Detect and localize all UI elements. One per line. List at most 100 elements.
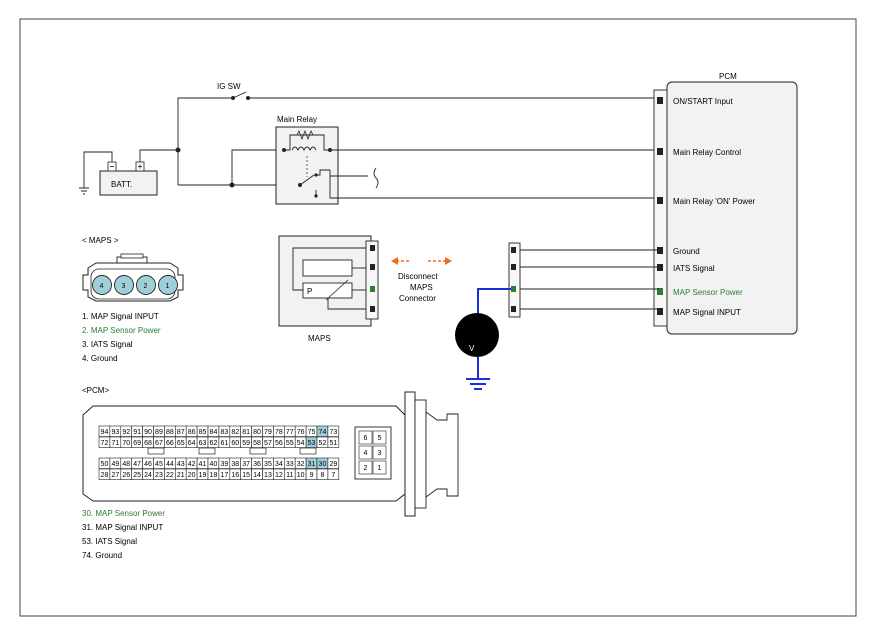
pcm-connector-face [82, 391, 459, 517]
pcm-cavity-number: 80 [253, 429, 261, 436]
pcm-cavity-number: 5 [378, 435, 382, 442]
pcm-pin-label: MAP Sensor Power [673, 288, 743, 297]
maps-sensor-box [278, 235, 372, 327]
maps-pin-number: 2 [144, 283, 148, 290]
pcm-cavity-number: 65 [177, 440, 185, 447]
pcm-pin-label: MAP Signal INPUT [673, 308, 741, 317]
pcm-cavity-number: 30 [319, 461, 327, 468]
disconnect-line1: Disconnect [398, 272, 438, 281]
pcm-cavity-number: 35 [264, 461, 272, 468]
pcm-title: PCM [719, 72, 737, 81]
pcm-cavity-number: 64 [188, 440, 196, 447]
maps-legend-item: 4. Ground [82, 354, 118, 363]
pcm-cavity-number: 82 [231, 429, 239, 436]
pcm-cavity-number: 14 [253, 472, 261, 479]
pcm-cavity-number: 8 [320, 472, 324, 479]
pcm-cavity-number: 89 [155, 429, 163, 436]
pcm-cavity-number: 42 [188, 461, 196, 468]
pcm-cavity-number: 45 [155, 461, 163, 468]
pcm-cavity-number: 84 [210, 429, 218, 436]
pcm-pin-label: Main Relay Control [673, 148, 741, 157]
pcm-cavity-51 [327, 436, 340, 448]
battery-label: BATT. [111, 180, 132, 189]
pcm-cavity-number: 22 [166, 472, 174, 479]
pcm-cavity-number: 27 [111, 472, 119, 479]
disconnect-arrow-left [391, 257, 398, 265]
pcm-cavity-number: 25 [133, 472, 141, 479]
pcm-cavity-1 [372, 460, 387, 475]
pcm-cavity-number: 2 [364, 465, 368, 472]
maps-connector-title: < MAPS > [82, 236, 119, 245]
pcm-cavity-number: 67 [155, 440, 163, 447]
pcm-pin-label: ON/START Input [673, 97, 733, 106]
pcm-cavity-number: 56 [275, 440, 283, 447]
battery-box [99, 170, 158, 196]
pcm-cavity-number: 18 [210, 472, 218, 479]
pcm-cavity-number: 26 [122, 472, 130, 479]
pcm-cavity-number: 70 [122, 440, 130, 447]
pcm-cavity-number: 90 [144, 429, 152, 436]
pcm-cavity-number: 28 [101, 472, 109, 479]
pcm-cavity-number: 85 [199, 429, 207, 436]
pcm-cavity-number: 19 [199, 472, 207, 479]
pcm-pin-label: Main Relay 'ON' Power [673, 197, 756, 206]
pcm-cavity-number: 21 [177, 472, 185, 479]
pcm-cavity-number: 39 [220, 461, 228, 468]
pcm-cavity-number: 12 [275, 472, 283, 479]
pcm-cavity-number: 32 [297, 461, 305, 468]
pcm-cavity-number: 15 [242, 472, 250, 479]
pcm-cavity-number: 6 [364, 435, 368, 442]
pcm-cavity-number: 52 [319, 440, 327, 447]
pcm-pin-2 [657, 197, 663, 204]
pcm-cavity-number: 54 [297, 440, 305, 447]
diagram-frame [19, 18, 857, 617]
pcm-cavity-number: 66 [166, 440, 174, 447]
meter-positive-lead [477, 288, 511, 313]
pcm-legend-item: 74. Ground [82, 551, 122, 560]
pcm-cavity-number: 31 [308, 461, 316, 468]
pcm-cavity-number: 44 [166, 461, 174, 468]
pcm-cavity-number: 51 [329, 440, 337, 447]
pcm-cavity-number: 34 [275, 461, 283, 468]
maps-pin-3 [114, 275, 134, 295]
pcm-cavity-number: 86 [188, 429, 196, 436]
pcm-cavity-number: 76 [297, 429, 305, 436]
pcm-cavity-number: 3 [378, 450, 382, 457]
pcm-cavity-number: 69 [133, 440, 141, 447]
maps-pin-number: 3 [122, 283, 126, 290]
pcm-pin-0 [657, 97, 663, 104]
disconnect-arrow-right [445, 257, 452, 265]
pcm-cavity-29 [327, 457, 340, 469]
pcm-cavity-number: 62 [210, 440, 218, 447]
bus-wire [177, 97, 232, 185]
pcm-cavity-number: 24 [144, 472, 152, 479]
maps-pin-1 [158, 275, 178, 295]
pcm-cavity-number: 58 [253, 440, 261, 447]
pcm-legend-item: 30. MAP Sensor Power [82, 509, 165, 518]
pcm-cavity-number: 72 [101, 440, 109, 447]
pcm-cavity-number: 33 [286, 461, 294, 468]
pcm-cavity-number: 77 [286, 429, 294, 436]
maps-legend-item: 3. IATS Signal [82, 340, 133, 349]
maps-pin-2 [136, 275, 156, 295]
voltmeter [455, 313, 499, 357]
pcm-cavity-number: 40 [210, 461, 218, 468]
maps-harness-connector [508, 242, 521, 318]
pcm-cavity-number: 87 [177, 429, 185, 436]
pcm-cavity-3 [372, 445, 387, 460]
maps-legend-item: 2. MAP Sensor Power [82, 326, 161, 335]
pcm-cavity-6 [358, 430, 373, 445]
pcm-cavity-number: 10 [297, 472, 305, 479]
pcm-cavity-number: 88 [166, 429, 174, 436]
pcm-cavity-number: 63 [199, 440, 207, 447]
pcm-cavity-number: 57 [264, 440, 272, 447]
pcm-cavity-number: 4 [364, 450, 368, 457]
pcm-cavity-number: 13 [264, 472, 272, 479]
pcm-cavity-number: 73 [329, 429, 337, 436]
pcm-cavity-number: 55 [286, 440, 294, 447]
pcm-cavity-number: 75 [308, 429, 316, 436]
pcm-pin-4 [657, 264, 663, 271]
pcm-cavity-number: 92 [122, 429, 130, 436]
pcm-cavity-number: 47 [133, 461, 141, 468]
pcm-cavity-number: 46 [144, 461, 152, 468]
